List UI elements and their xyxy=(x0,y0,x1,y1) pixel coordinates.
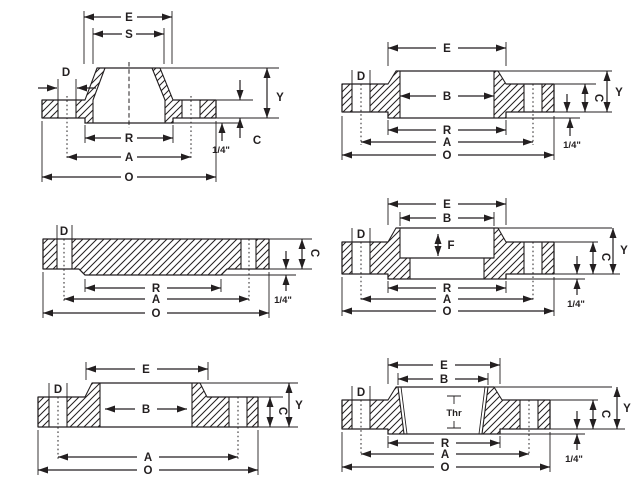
dim-label-c: C xyxy=(592,94,604,102)
dim-label-e: E xyxy=(142,364,150,376)
dimension-annotations: E B D F R A O C Y 1/ xyxy=(341,198,628,318)
dim-label-a: A xyxy=(125,152,133,164)
dim-label-a: A xyxy=(441,449,449,461)
dim-label-b: B xyxy=(142,404,150,416)
dimension-annotations: E B D Thr R A O Y C xyxy=(341,358,631,474)
dim-label-b: B xyxy=(443,91,451,103)
dim-label-o: O xyxy=(125,172,134,184)
dimension-annotations: E D B R A O C Y 1/4" xyxy=(341,42,623,162)
dim-label-a: A xyxy=(443,137,451,149)
diagram-slip-on-flange: E D B R A O C Y 1/4" xyxy=(341,42,623,162)
dim-label-y: Y xyxy=(615,87,623,99)
dim-label-a: A xyxy=(152,294,160,306)
dim-label-b: B xyxy=(440,374,448,386)
dim-label-r: R xyxy=(125,133,134,145)
dim-label-c: C xyxy=(599,253,611,261)
dim-label-a: A xyxy=(144,452,152,464)
dim-label-o: O xyxy=(441,462,450,474)
dim-label-y: Y xyxy=(276,92,284,104)
dim-label-f: F xyxy=(447,240,454,252)
dim-label-c: C xyxy=(308,249,320,257)
dim-label-o: O xyxy=(443,306,452,318)
diagram-threaded-flange: E B D Thr R A O Y C xyxy=(341,358,631,474)
dim-label-c: C xyxy=(253,135,261,147)
diagram-blind-flange: D R A O C 1/4" xyxy=(42,225,320,320)
dim-label-y: Y xyxy=(623,403,631,415)
dim-label-raised-face: 1/4" xyxy=(565,454,583,465)
dim-label-r: R xyxy=(443,283,452,295)
dim-label-d: D xyxy=(357,387,365,399)
dim-label-e: E xyxy=(443,199,451,211)
dimension-annotations: E D B A O C Y xyxy=(37,362,303,477)
dim-label-c: C xyxy=(276,407,288,415)
dim-label-d: D xyxy=(357,71,365,83)
dim-label-a: A xyxy=(443,294,451,306)
dim-label-c: C xyxy=(599,410,611,418)
flange-section xyxy=(341,386,551,456)
dim-label-s: S xyxy=(125,29,133,41)
dim-label-thr: Thr xyxy=(446,408,462,419)
dim-label-e: E xyxy=(443,43,451,55)
dim-label-raised-face: 1/4" xyxy=(212,145,230,156)
flange-section xyxy=(341,227,555,302)
flange-section xyxy=(42,238,270,302)
dim-label-raised-face: 1/4" xyxy=(567,299,585,310)
dim-label-b: B xyxy=(443,213,451,225)
dimension-annotations: D R A O C 1/4" xyxy=(42,225,320,320)
dim-label-o: O xyxy=(152,308,161,320)
dim-label-d: D xyxy=(62,67,70,79)
dim-label-r: R xyxy=(443,125,452,137)
diagram-lap-joint-flange: E D B A O C Y xyxy=(37,362,303,477)
thread-lines xyxy=(400,386,486,435)
flange-section xyxy=(41,62,217,160)
flange-section xyxy=(37,382,259,460)
thread-extent-marks xyxy=(447,395,461,429)
diagram-socket-weld-flange: E B D F R A O C Y 1/ xyxy=(341,198,628,318)
dim-label-r: R xyxy=(441,438,450,450)
dim-label-y: Y xyxy=(295,400,303,412)
dim-label-d: D xyxy=(357,229,365,241)
dim-label-d: D xyxy=(60,226,68,238)
dim-label-raised-face: 1/4" xyxy=(563,140,581,151)
dimension-annotations: E S D R A O Y C 1/4 xyxy=(38,11,284,184)
dim-label-e: E xyxy=(440,360,448,372)
dim-label-o: O xyxy=(443,150,452,162)
dim-label-y: Y xyxy=(620,245,628,257)
flange-section xyxy=(341,70,555,145)
dim-label-d: D xyxy=(54,384,62,396)
dim-label-r: R xyxy=(152,283,161,295)
dim-label-o: O xyxy=(144,465,153,477)
dim-label-e: E xyxy=(125,12,133,24)
dim-label-raised-face: 1/4" xyxy=(274,295,292,306)
diagram-weld-neck-flange: E S D R A O Y C 1/4 xyxy=(38,11,284,184)
